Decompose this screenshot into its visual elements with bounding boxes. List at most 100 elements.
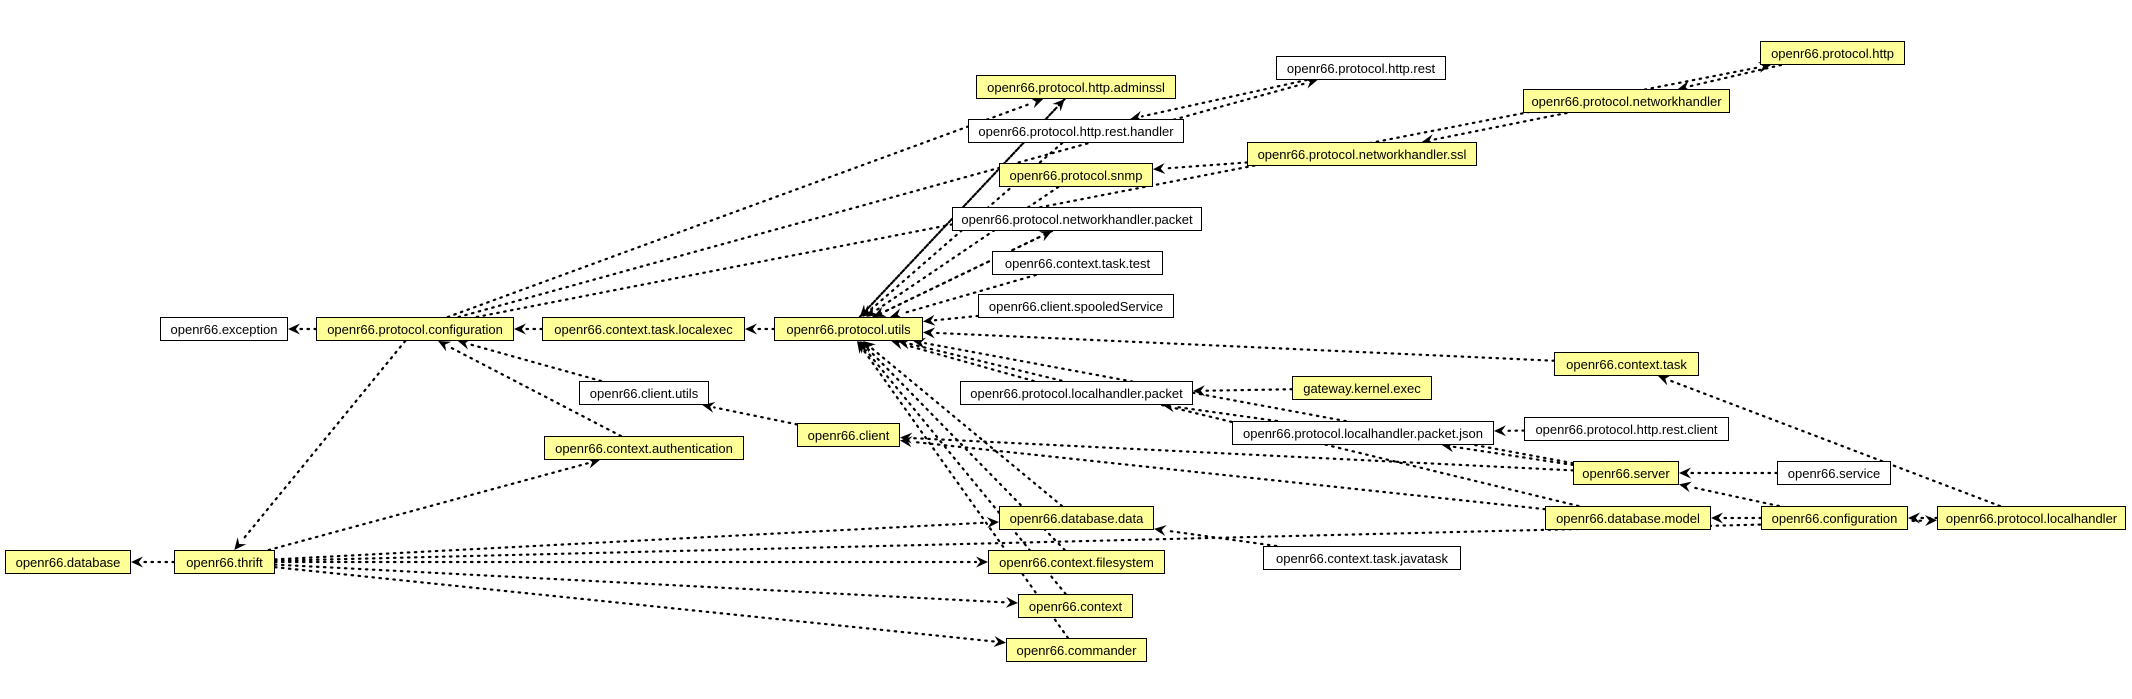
arrowhead-localhandler-to-ctx_task — [1658, 375, 1672, 386]
arrowhead-ctx_task_localexec-to-proto_config — [514, 323, 526, 335]
node-database-data[interactable]: openr66.database.data — [999, 506, 1154, 530]
arrowhead-ctx_task_test-to-proto_utils — [890, 308, 904, 319]
dependency-edge-commander-to-proto_utils — [862, 349, 1070, 640]
node-protocol-http-rest[interactable]: openr66.protocol.http.rest — [1276, 56, 1446, 80]
dependency-edge-thrift-to-ctx_auth — [267, 462, 590, 552]
arrowhead-proto_config-to-exception — [288, 323, 300, 335]
arrowhead-ctx_task-to-proto_utils — [923, 327, 936, 339]
dependency-edge-client_utils-to-proto_config — [468, 343, 603, 383]
node-protocol-networkhandler[interactable]: openr66.protocol.networkhandler — [1523, 89, 1730, 113]
arrowhead-lh_packet-to-proto_utils — [891, 338, 905, 350]
arrowhead-proto_utils-to-nh_packet — [1038, 231, 1053, 242]
node-context-task-javatask[interactable]: openr66.context.task.javatask — [1263, 546, 1461, 570]
arrowhead-configuration-to-server — [1679, 481, 1692, 493]
node-protocol-utils[interactable]: openr66.protocol.utils — [774, 317, 923, 341]
node-gateway-kernel-exec[interactable]: gateway.kernel.exec — [1292, 376, 1432, 400]
node-networkhandler-packet[interactable]: openr66.protocol.networkhandler.packet — [952, 207, 1202, 231]
node-protocol-http-rest-handler[interactable]: openr66.protocol.http.rest.handler — [968, 119, 1184, 143]
dependency-edge-server-to-proto_utils — [923, 342, 1575, 465]
node-http-rest-client[interactable]: openr66.protocol.http.rest.client — [1524, 417, 1729, 441]
arrowhead-db_model-to-client — [900, 436, 913, 448]
node-protocol-snmp[interactable]: openr66.protocol.snmp — [999, 163, 1153, 187]
arrowhead-spooled-to-proto_utils — [923, 314, 936, 326]
node-localhandler-packet-json[interactable]: openr66.protocol.localhandler.packet.jso… — [1232, 421, 1494, 445]
arrowhead-proto_config-to-http_adminssl — [1030, 98, 1044, 109]
dependency-edge-lh_packet-to-proto_utils — [901, 343, 1035, 383]
dependency-edge-http_rest-to-http_rest_handler — [1140, 78, 1308, 118]
node-commander[interactable]: openr66.commander — [1006, 638, 1147, 662]
node-service[interactable]: openr66.service — [1777, 461, 1891, 485]
dependency-edge-ctx_task-to-proto_utils — [933, 331, 1556, 362]
node-context-task-localexec[interactable]: openr66.context.task.localexec — [542, 317, 745, 341]
node-protocol-http[interactable]: openr66.protocol.http — [1760, 41, 1905, 65]
arrowhead-server-to-client — [900, 432, 913, 444]
arrowhead-thrift-to-localhandler — [1924, 515, 1937, 527]
node-client[interactable]: openr66.client — [797, 423, 900, 447]
dependency-edge-thrift-to-context — [273, 563, 1008, 604]
arrowhead-proto_utils-to-http_adminssl — [1052, 99, 1065, 112]
dependency-edge-client-to-client_utils — [713, 406, 799, 426]
arrowhead-nh_packet-to-proto_utils — [873, 306, 887, 317]
arrowhead-thrift-to-ctx_auth — [586, 457, 600, 469]
node-context-task[interactable]: openr66.context.task — [1554, 352, 1699, 376]
dependency-edge-snmp-to-proto_utils — [875, 185, 1060, 312]
dependency-edge-http_adminssl-to-proto_utils — [866, 97, 1066, 310]
node-context-filesystem[interactable]: openr66.context.filesystem — [988, 550, 1165, 574]
dependency-edge-proto_config-to-thrift — [240, 339, 407, 542]
arrowhead-thrift-to-database — [131, 556, 143, 568]
arrowhead-configuration-to-db_model — [1711, 512, 1723, 524]
arrowhead-proto_config-to-thrift — [234, 537, 247, 550]
node-protocol-localhandler[interactable]: openr66.protocol.localhandler — [1937, 506, 2126, 530]
node-client-utils[interactable]: openr66.client.utils — [579, 381, 709, 405]
node-exception[interactable]: openr66.exception — [160, 317, 288, 341]
dependency-edge-thrift-to-localhandler — [273, 519, 1927, 562]
dependency-edge-proto_config-to-http_rest — [457, 82, 1308, 319]
node-context[interactable]: openr66.context — [1018, 594, 1133, 618]
node-localhandler-packet[interactable]: openr66.protocol.localhandler.packet — [960, 381, 1193, 405]
dependency-edge-proto_config-to-http — [475, 66, 1761, 319]
dependency-edge-thrift-to-db_data — [273, 521, 989, 561]
node-context-task-test[interactable]: openr66.context.task.test — [992, 251, 1163, 275]
dependency-edge-spooled-to-proto_utils — [933, 314, 980, 322]
node-client-spooledservice[interactable]: openr66.client.spooledService — [978, 294, 1174, 318]
arrowhead-commander-to-proto_utils — [857, 341, 869, 354]
arrowhead-proto_utils-to-ctx_task_localexec — [745, 323, 757, 335]
node-database[interactable]: openr66.database — [5, 550, 131, 574]
arrowhead-javatask-to-db_data — [1154, 525, 1167, 536]
node-configuration[interactable]: openr66.configuration — [1761, 506, 1908, 530]
dependency-edge-localhandler-to-ctx_task — [1668, 379, 2002, 508]
arrowhead-http_adminssl-to-proto_utils — [859, 304, 872, 317]
arrowhead-db_model-to-proto_utils — [898, 338, 911, 350]
node-thrift[interactable]: openr66.thrift — [174, 550, 275, 574]
dependency-edge-networkhandler-to-networkhandler_ssl — [1432, 111, 1568, 141]
node-protocol-configuration[interactable]: openr66.protocol.configuration — [316, 317, 514, 341]
arrowhead-service-to-server — [1679, 467, 1691, 479]
node-context-authentication[interactable]: openr66.context.authentication — [544, 436, 744, 460]
arrowhead-thrift-to-db_data — [986, 517, 999, 529]
dependency-edge-server-to-client — [910, 437, 1575, 472]
arrowhead-client_utils-to-proto_config — [457, 338, 471, 350]
node-server[interactable]: openr66.server — [1573, 461, 1679, 485]
arrowhead-http-to-networkhandler — [1678, 80, 1691, 92]
dependency-edge-http-to-networkhandler — [1688, 63, 1783, 88]
arrowhead-proto_config-to-http_rest — [1304, 77, 1318, 89]
node-protocol-http-adminssl[interactable]: openr66.protocol.http.adminssl — [976, 75, 1176, 99]
dependency-edge-db_model-to-client — [910, 440, 1547, 511]
dependency-edge-ctx_task_test-to-proto_utils — [900, 273, 1037, 315]
dependency-edge-ctx_auth-to-proto_config — [447, 345, 623, 438]
dependency-edge-lh_packet_json-to-lh_packet — [1173, 405, 1279, 423]
arrowhead-networkhandler_ssl-to-snmp — [1153, 163, 1166, 174]
dependency-edge-networkhandler_ssl-to-snmp — [1163, 161, 1249, 170]
arrowhead-thrift-to-ctx_fs — [976, 556, 988, 568]
dependency-edge-ctx_fs-to-proto_utils — [867, 348, 1066, 552]
arrowhead-localhandler-to-configuration — [1908, 512, 1920, 524]
dependency-edge-server-to-lh_packet_json — [1452, 445, 1575, 467]
node-database-model[interactable]: openr66.database.model — [1545, 506, 1711, 530]
dependency-edge-gw_exec-to-lh_packet — [1203, 388, 1294, 392]
node-protocol-networkhandler-ssl[interactable]: openr66.protocol.networkhandler.ssl — [1247, 142, 1477, 166]
dependency-edge-proto_config-to-http_adminssl — [446, 102, 1034, 319]
arrowhead-gw_exec-to-lh_packet — [1193, 385, 1206, 397]
dependency-edge-db_data-to-proto_utils — [871, 347, 1064, 508]
arrowhead-thrift-to-commander — [993, 636, 1006, 647]
